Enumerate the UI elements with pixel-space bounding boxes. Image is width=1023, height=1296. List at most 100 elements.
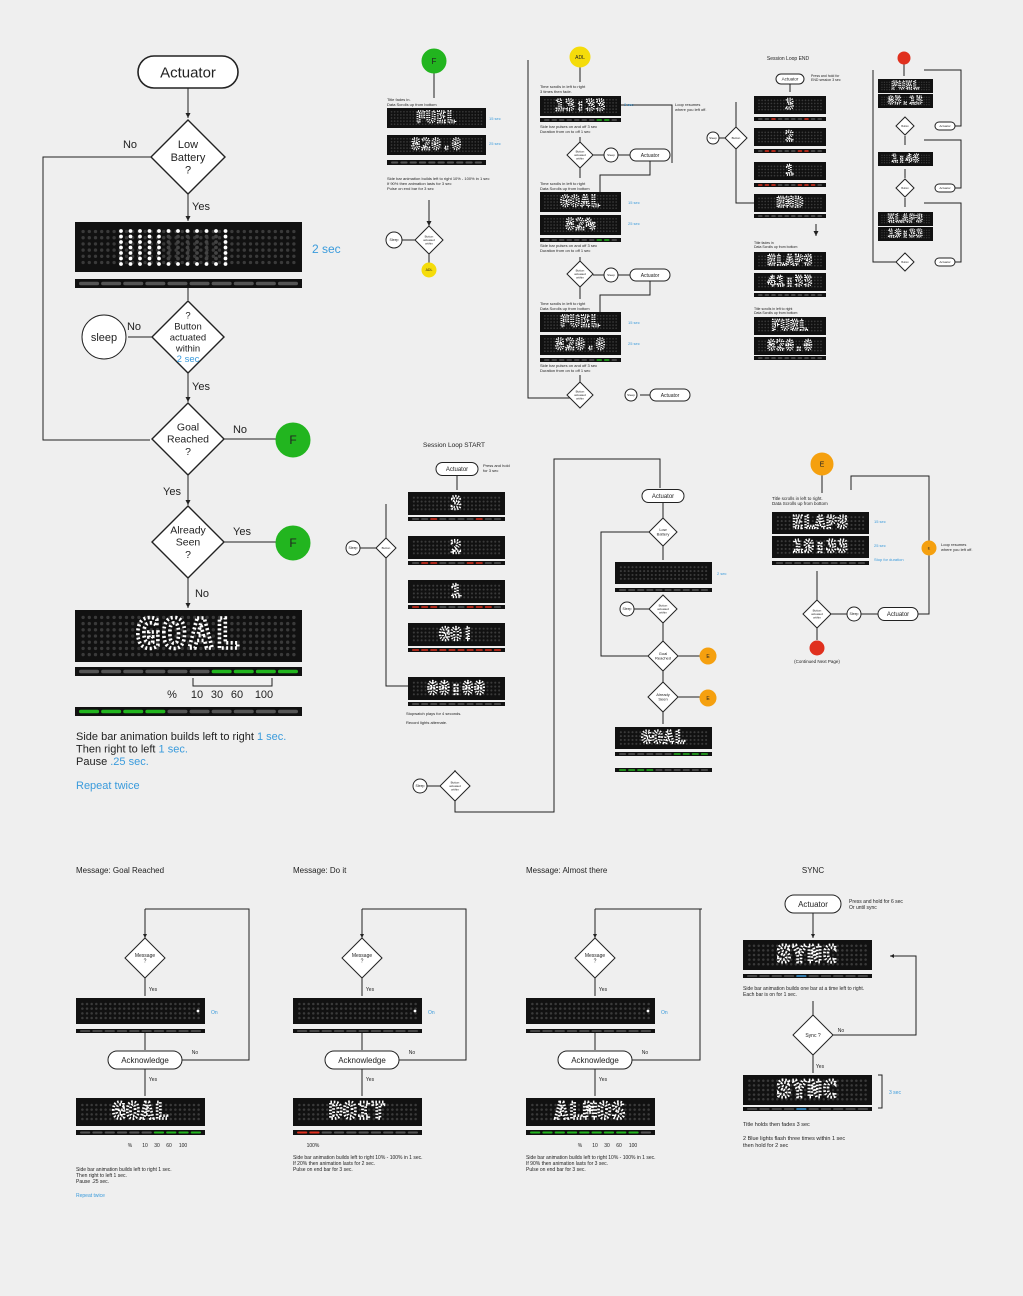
bar-segment <box>771 184 776 186</box>
led-dot <box>474 141 477 143</box>
led-dot <box>474 120 477 122</box>
bar-segment <box>817 215 822 217</box>
led-dot <box>609 314 611 317</box>
led-dot <box>623 577 626 580</box>
led-dot <box>689 577 692 580</box>
led-dot <box>647 1007 650 1010</box>
led-dot <box>393 150 396 153</box>
led-dot <box>609 201 611 203</box>
bar-segment <box>574 239 580 241</box>
led-dot <box>255 646 259 651</box>
led-dot <box>766 1093 770 1096</box>
led-dot <box>599 217 602 220</box>
led-dot <box>807 197 810 200</box>
led-dot <box>405 1016 408 1020</box>
led-dot <box>230 652 234 657</box>
led-dot <box>186 621 191 626</box>
led-dot <box>776 540 779 543</box>
led-dot <box>764 200 767 203</box>
led-dot <box>119 240 123 244</box>
led-dot <box>881 154 883 156</box>
led-dot <box>609 198 611 200</box>
led-dot <box>217 640 222 644</box>
led-dot <box>292 634 296 638</box>
led-dot <box>482 548 485 551</box>
button-decision-label: within <box>813 616 821 620</box>
led-dot <box>767 171 770 174</box>
led-dot <box>174 1012 177 1015</box>
led-dot <box>850 1093 853 1096</box>
led-dot <box>575 111 577 114</box>
bar-segment <box>466 606 474 608</box>
led-dot <box>414 1016 417 1020</box>
bar-segment <box>457 703 465 705</box>
led-dot <box>112 229 116 234</box>
led-dot <box>416 592 419 595</box>
led-dot <box>255 260 259 265</box>
duration-label: 25 sec <box>874 543 886 548</box>
led-dot <box>817 165 819 168</box>
bar-segment <box>493 649 501 651</box>
led-dot <box>482 588 485 591</box>
led-dot <box>393 110 396 113</box>
led-dot <box>403 137 405 140</box>
note-text: Data Scrolls up from bottom <box>540 186 590 191</box>
led-dot <box>112 634 116 638</box>
led-dot <box>372 1016 376 1020</box>
led-dot <box>850 551 853 554</box>
led-dot <box>547 194 549 197</box>
bar-segment <box>145 669 166 674</box>
led-dot <box>400 137 402 140</box>
led-dot <box>813 105 816 108</box>
bar-segment <box>190 1030 201 1032</box>
led-dot <box>615 347 617 349</box>
bar-segment <box>153 1131 165 1134</box>
led-dot <box>405 1002 408 1006</box>
led-dot <box>87 621 91 626</box>
led-dot <box>550 102 552 104</box>
led-dot <box>180 615 184 620</box>
arrow-head <box>185 397 191 402</box>
led-dot <box>666 566 669 569</box>
battery-icon <box>119 229 228 266</box>
sleep-node-label: Sleep <box>850 612 859 616</box>
led-dot <box>195 245 199 250</box>
led-dot <box>478 584 481 587</box>
led-dot <box>928 229 930 231</box>
led-dot <box>559 318 562 320</box>
led-dot <box>575 341 577 343</box>
sleep-node <box>385 231 403 249</box>
led-dot <box>697 735 700 738</box>
led-dot <box>531 1007 534 1010</box>
led-dot <box>100 646 104 651</box>
led-dot <box>113 1012 117 1015</box>
bar-segment <box>544 239 550 241</box>
led-dot <box>90 1016 93 1020</box>
led-dot <box>178 1012 182 1015</box>
led-dot <box>99 1103 103 1107</box>
led-dot <box>773 102 776 105</box>
led-dot <box>584 314 586 317</box>
led-dot <box>138 262 142 266</box>
led-dot <box>662 573 665 576</box>
led-dot <box>801 168 804 171</box>
led-dot <box>572 1016 576 1020</box>
led-dot <box>925 237 928 239</box>
sleep-node-label: Sleep <box>709 136 717 140</box>
led-dot <box>693 573 696 576</box>
led-dot <box>87 260 91 265</box>
led-dot <box>923 234 925 236</box>
bar-segment <box>812 562 820 564</box>
led-dot <box>279 634 284 638</box>
led-dot <box>859 944 863 947</box>
led-dot <box>609 318 611 320</box>
no-label: No <box>195 588 209 600</box>
bar-segment <box>673 753 681 755</box>
led-dot <box>381 1007 385 1010</box>
led-dot <box>467 588 470 591</box>
led-dot <box>143 229 147 234</box>
led-dot <box>615 321 617 323</box>
led-dot <box>248 615 253 620</box>
led-dot <box>820 197 822 200</box>
led-dot <box>412 544 415 547</box>
